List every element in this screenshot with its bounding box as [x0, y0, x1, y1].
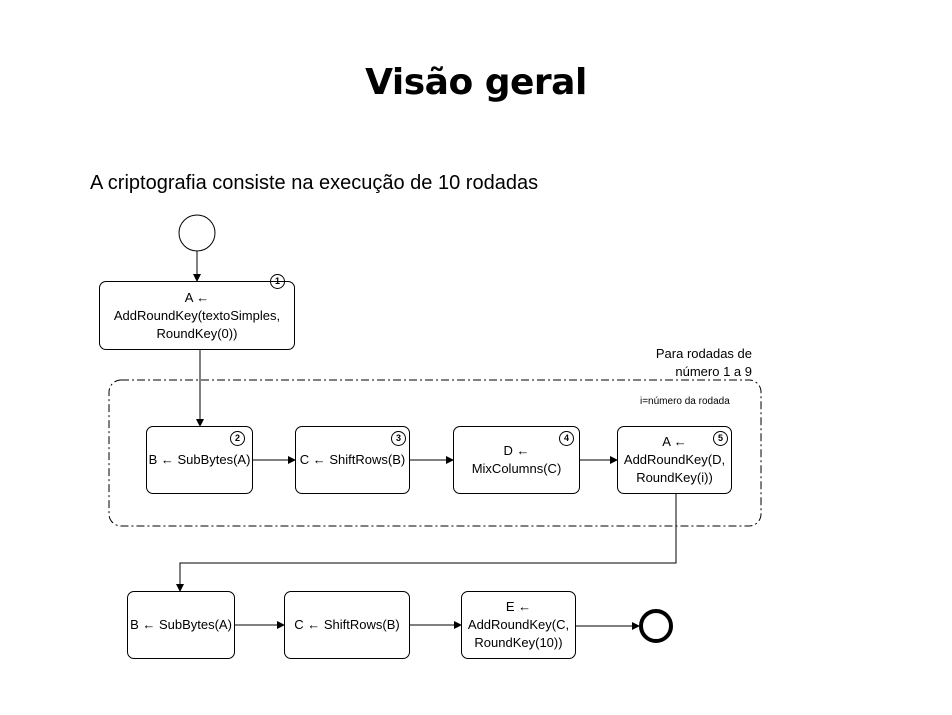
step-6-text: B ← SubBytes(A) [130, 617, 232, 632]
loop-note: i=número da rodada [640, 396, 730, 407]
end-node [639, 609, 673, 643]
start-node [178, 214, 216, 252]
step-2-box: B ← SubBytes(A) [146, 426, 253, 494]
loop-frame [108, 379, 762, 527]
page-title: Visão geral [365, 62, 587, 103]
step-3-text: C ← ShiftRows(B) [299, 452, 406, 467]
step-5-badge: 5 [713, 431, 728, 446]
step-8-text: E ← AddRoundKey(C, RoundKey(10)) [467, 599, 570, 650]
step-3-box: C ← ShiftRows(B) [295, 426, 410, 494]
step-6-box: B ← SubBytes(A) [127, 591, 235, 659]
step-3-badge: 3 [391, 431, 406, 446]
step-4-badge: 4 [559, 431, 574, 446]
step-1-text: A ← AddRoundKey(textoSimples, RoundKey(0… [113, 289, 281, 341]
step-5-box: A ← AddRoundKey(D, RoundKey(i)) [617, 426, 732, 494]
loop-label: Para rodadas de número 1 a 9 [655, 346, 752, 379]
step-8-box: E ← AddRoundKey(C, RoundKey(10)) [461, 591, 576, 659]
subtitle: A criptografia consiste na execução de 1… [90, 172, 539, 194]
step-4-box: D ← MixColumns(C) [453, 426, 580, 494]
step-2-text: B ← SubBytes(A) [148, 452, 251, 467]
step-5-text: A ← AddRoundKey(D, RoundKey(i)) [623, 434, 726, 485]
step-4-text: D ← MixColumns(C) [471, 443, 562, 476]
step-1-badge: 1 [270, 274, 285, 289]
arrow-step5-to-step6 [176, 494, 677, 592]
step-7-box: C ← ShiftRows(B) [284, 591, 410, 659]
step-1-box: A ← AddRoundKey(textoSimples, RoundKey(0… [99, 281, 295, 350]
step-7-text: C ← ShiftRows(B) [294, 617, 400, 632]
step-2-badge: 2 [230, 431, 245, 446]
